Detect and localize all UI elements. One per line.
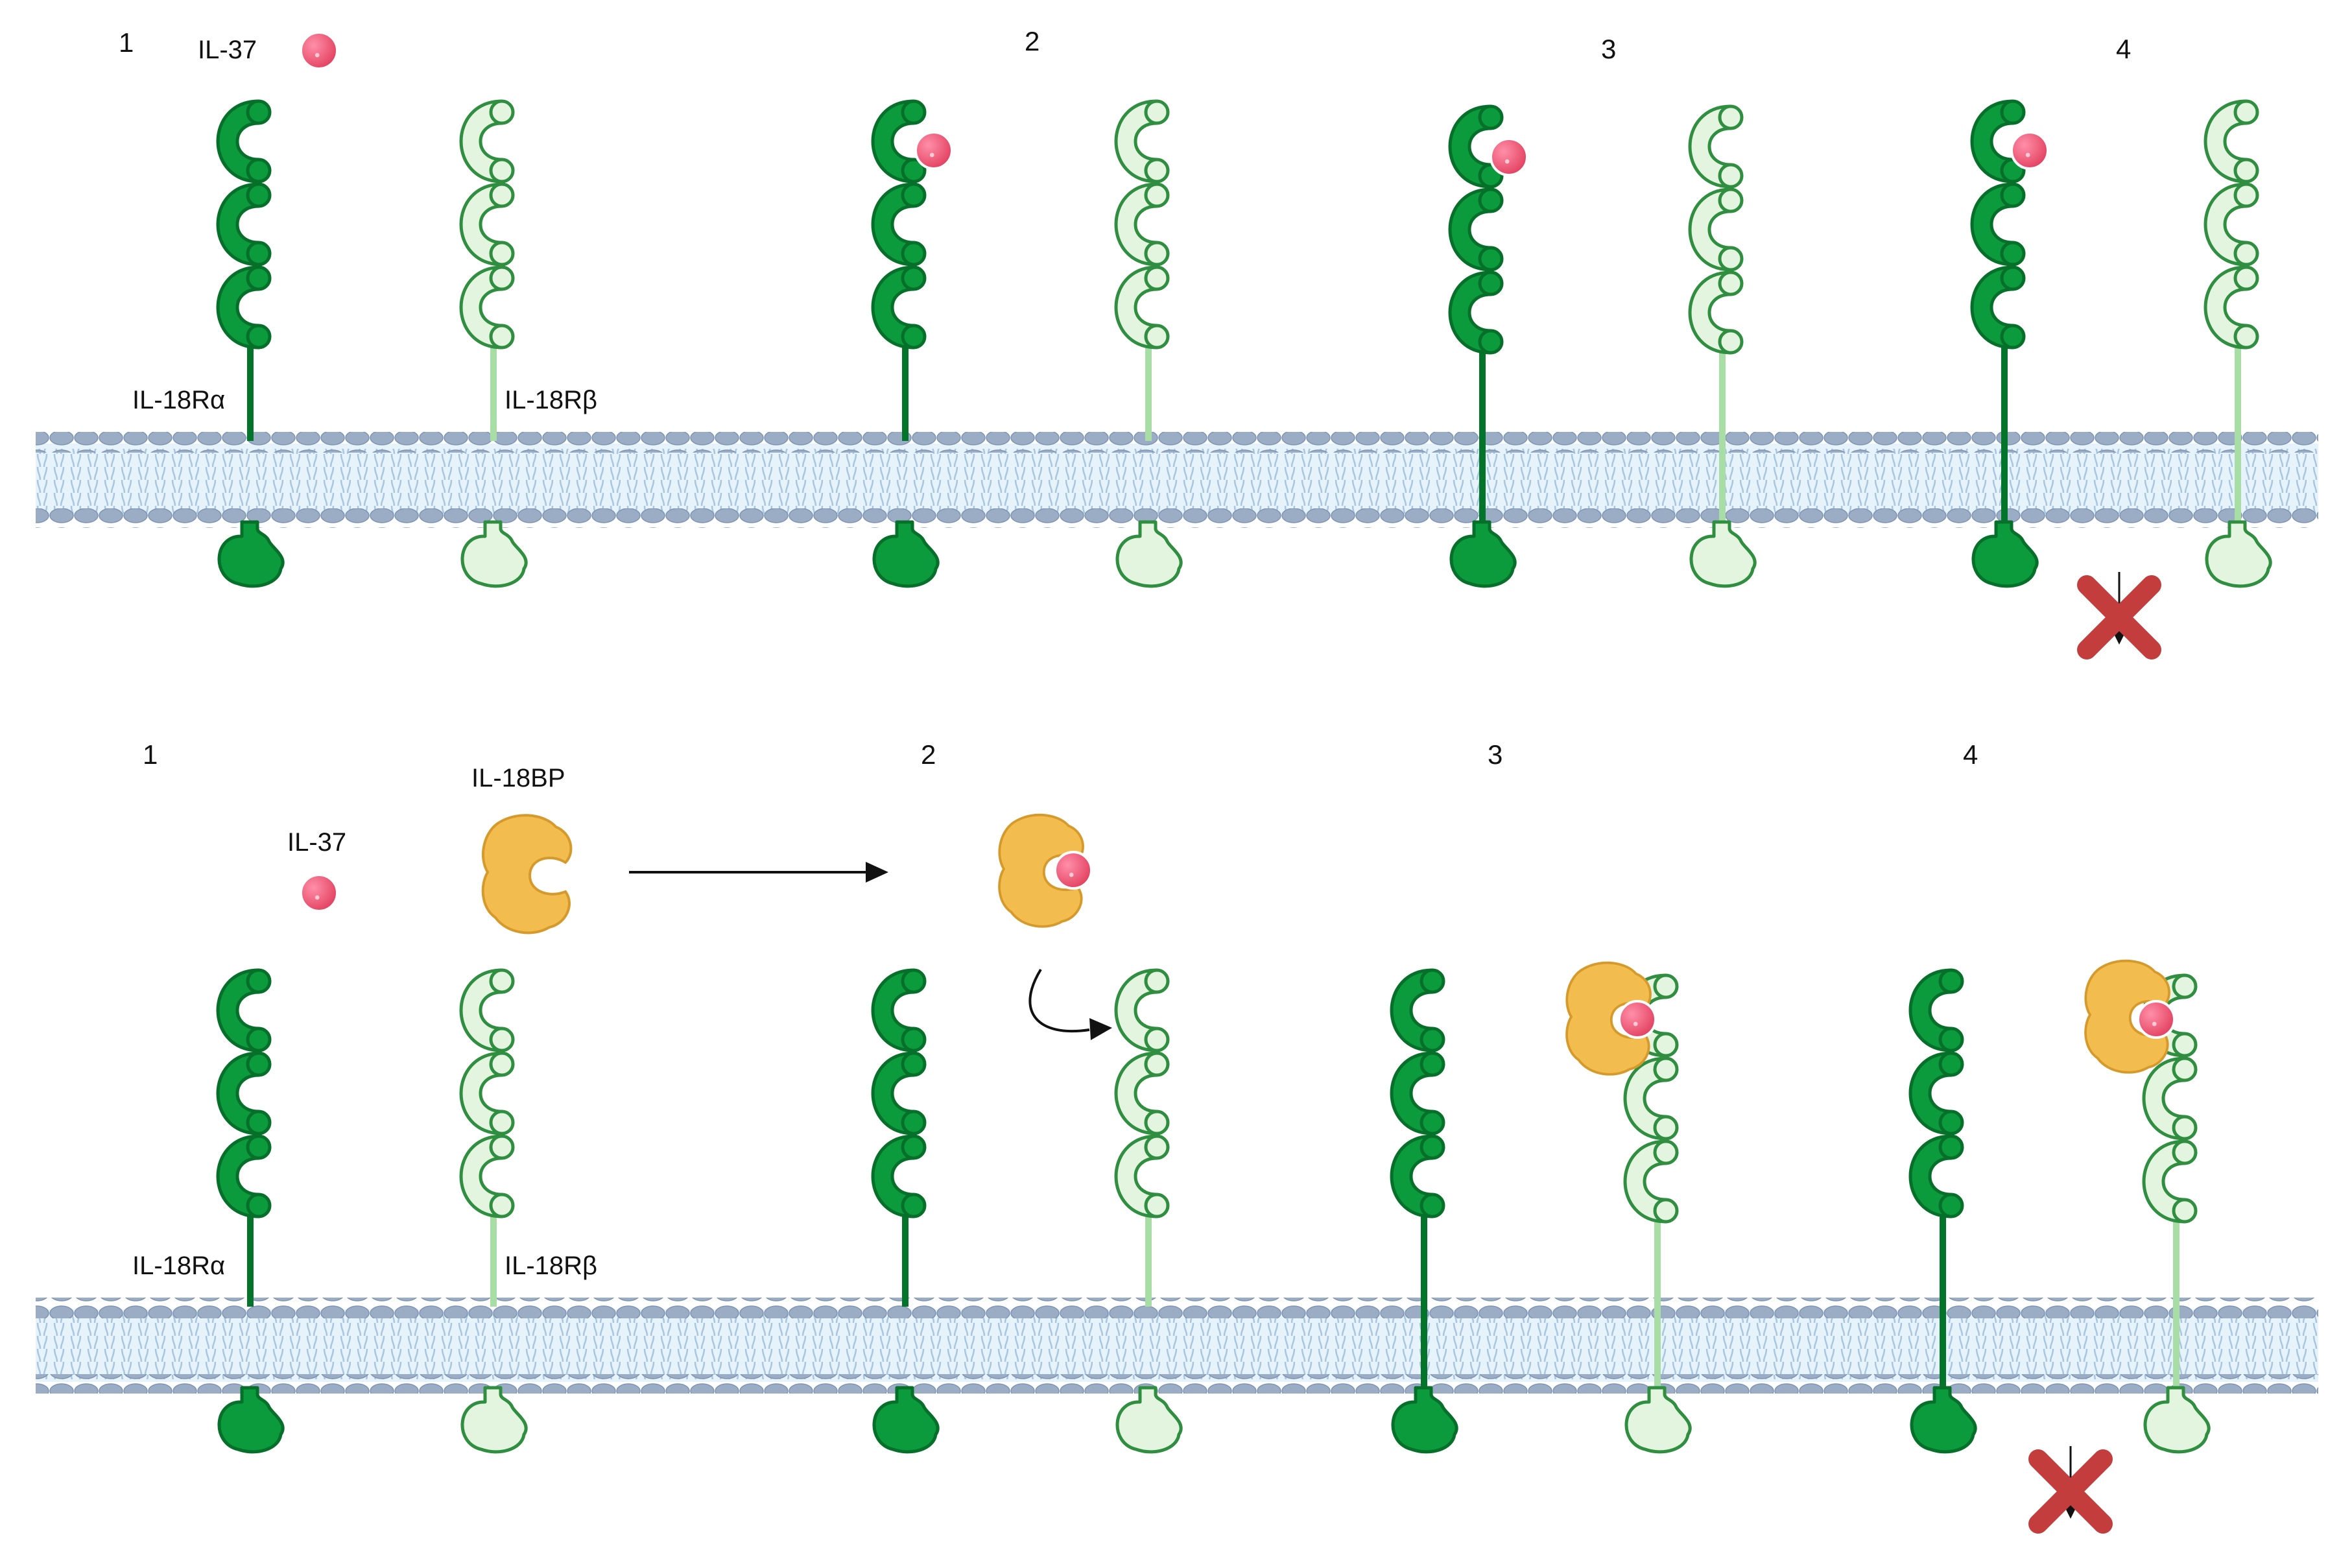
- top-step-4-number: 4: [2116, 34, 2131, 64]
- bottom-membrane: [36, 1298, 2318, 1394]
- top-step-1-number: 1: [119, 27, 134, 58]
- top-step1-il18ralpha: [216, 99, 285, 588]
- bottom-step2-il18rbeta: [1114, 968, 1183, 1454]
- bottom-il18rbeta-label: IL-18Rβ: [505, 1252, 597, 1280]
- bottom-il37-label: IL-37: [287, 828, 346, 857]
- bottom-step-2-number: 2: [921, 739, 936, 770]
- bottom-step2-il18ralpha: [871, 968, 940, 1454]
- bottom-step1-il18bp-icon: [481, 814, 573, 934]
- top-step-3-number: 3: [1601, 34, 1616, 64]
- bottom-step-1-number: 1: [143, 739, 158, 770]
- bottom-step4-blocked-signal-icon: [2028, 1446, 2113, 1534]
- top-step4-il37-icon: [2010, 131, 2049, 170]
- bottom-step2-curved-arrow: [1028, 968, 1112, 1040]
- top-step-2-number: 2: [1025, 26, 1039, 56]
- bottom-step3-il18ralpha: [1390, 968, 1458, 1454]
- bottom-step3-il37-icon: [1618, 1000, 1657, 1039]
- bottom-step2-il37-icon: [1054, 851, 1093, 890]
- top-step1-il37-icon: [300, 31, 339, 70]
- top-step4-blocked-signal-icon: [2077, 572, 2161, 659]
- bottom-step-3-number: 3: [1488, 739, 1503, 770]
- top-il18rbeta-label: IL-18Rβ: [505, 386, 597, 414]
- top-step4-il18rbeta: [2204, 99, 2272, 588]
- bottom-step1-il18rbeta: [459, 968, 528, 1454]
- top-il18ralpha-label: IL-18Rα: [132, 386, 225, 414]
- top-step3-il18ralpha: [1448, 104, 1517, 588]
- top-step2-il37-icon: [914, 131, 953, 170]
- bottom-il18bp-label: IL-18BP: [471, 764, 565, 792]
- bottom-step4-il37-icon: [2137, 1000, 2176, 1039]
- bottom-step4-il18rbeta: [2142, 973, 2211, 1454]
- bottom-step4-il18ralpha: [1908, 968, 1977, 1454]
- bottom-step-4-number: 4: [1963, 739, 1978, 770]
- bottom-il18ralpha-label: IL-18Rα: [132, 1252, 225, 1280]
- top-step1-il18rbeta: [459, 99, 528, 588]
- bottom-step1-il18ralpha: [216, 968, 285, 1454]
- bottom-step1-to-step2-arrow: [629, 862, 888, 883]
- top-step2-il18rbeta: [1114, 99, 1183, 588]
- top-step2-il18ralpha: [871, 99, 940, 588]
- top-step3-il18rbeta: [1688, 104, 1757, 588]
- top-step3-il37-icon: [1490, 137, 1528, 176]
- top-il37-label: IL-37: [198, 36, 257, 64]
- top-membrane: [36, 432, 2318, 528]
- bottom-step1-il37-icon: [300, 873, 339, 912]
